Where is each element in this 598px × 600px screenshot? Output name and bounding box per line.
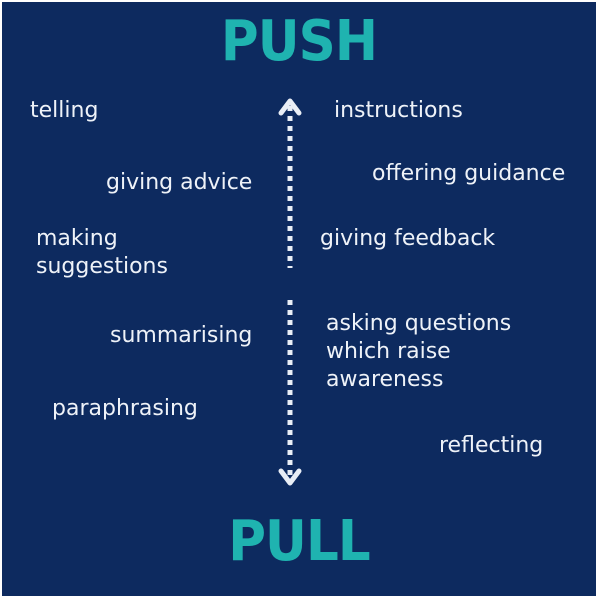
label-making-suggestions-line-2: suggestions (36, 254, 168, 279)
label-giving-feedback: giving feedback (320, 226, 496, 251)
label-giving-advice: giving advice (106, 170, 253, 195)
label-offering-guidance: offering guidance (372, 161, 566, 186)
push-heading: PUSH (220, 9, 378, 74)
label-reflecting: reflecting (439, 433, 544, 458)
label-asking-questions-line-1: asking questions (326, 311, 512, 336)
arrow-down-head-icon (278, 468, 302, 486)
label-paraphrasing: paraphrasing (52, 396, 198, 421)
label-making-suggestions: making suggestions (36, 225, 168, 281)
pull-heading: PULL (228, 509, 370, 574)
label-summarising: summarising (110, 323, 253, 348)
label-asking-questions-line-2: which raise (326, 339, 451, 364)
label-asking-questions-line-3: awareness (326, 367, 444, 392)
label-telling: telling (30, 98, 99, 123)
arrow-up-head-icon (278, 98, 302, 116)
label-asking-questions: asking questions which raise awareness (326, 310, 511, 394)
label-making-suggestions-line-1: making (36, 226, 118, 251)
label-instructions: instructions (334, 98, 463, 123)
